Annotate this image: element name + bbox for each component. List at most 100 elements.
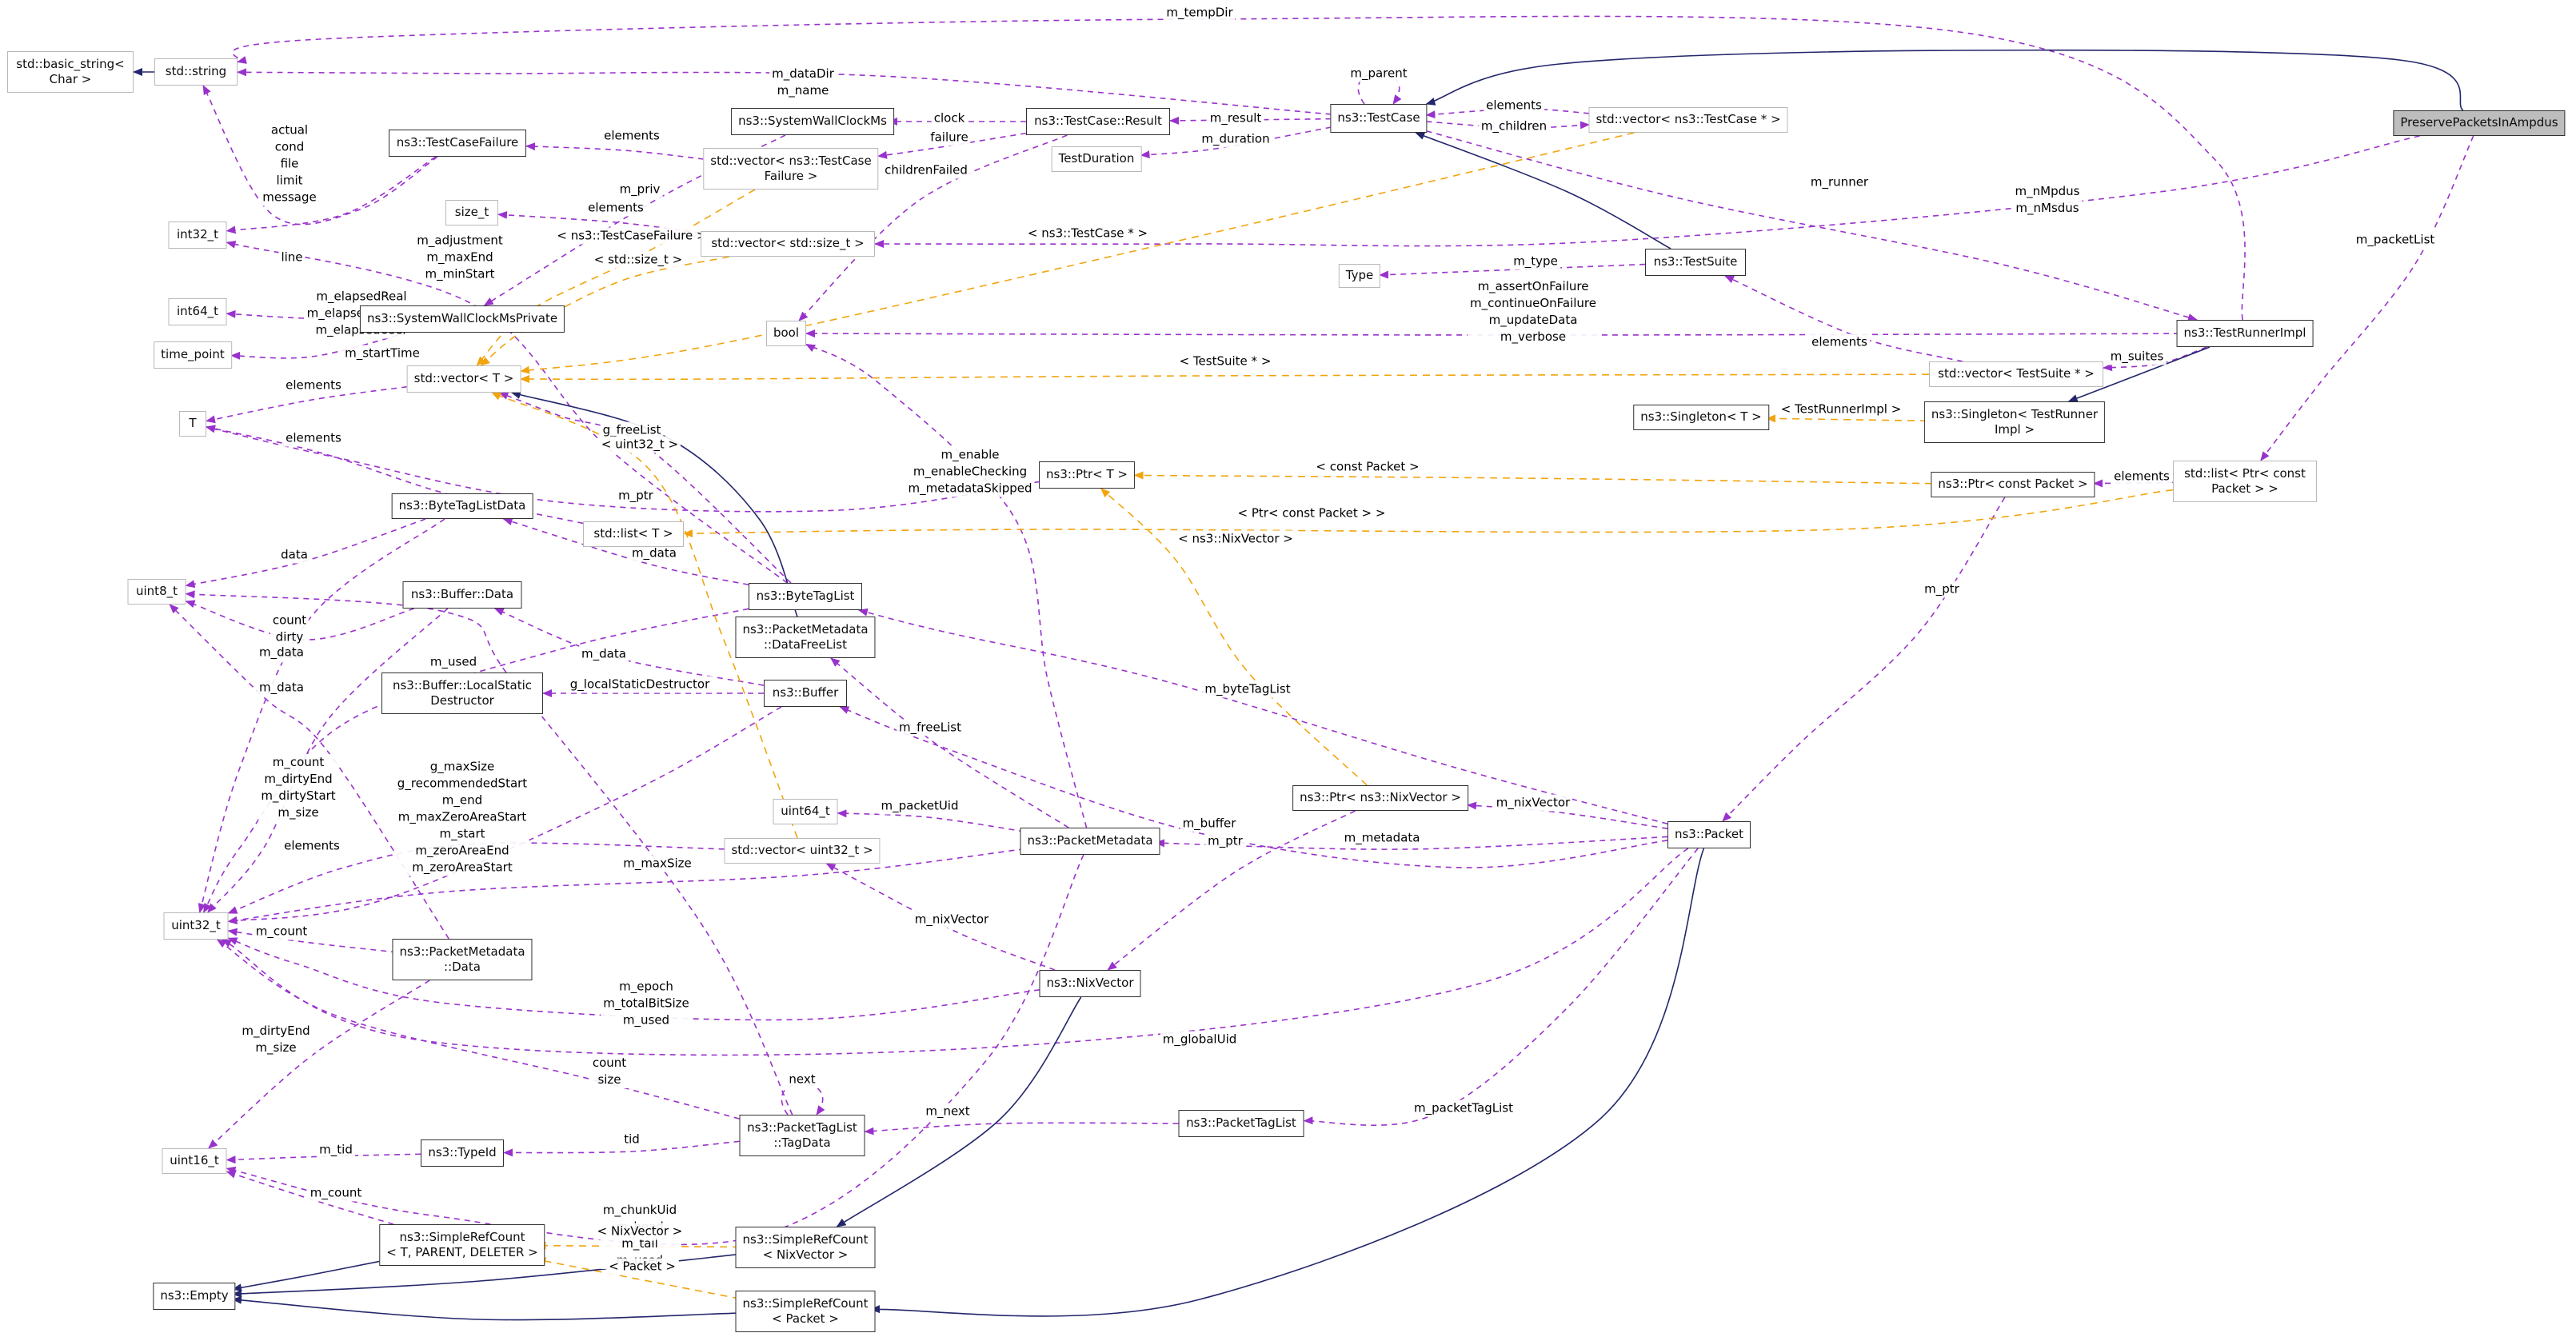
edge-label-tid: tid [621,1131,642,1148]
edge-m-packetuid [837,809,1025,832]
class-node-size-t[interactable]: size_t [445,200,498,225]
edge-label-elements: elements [283,429,344,447]
edge-label-nixvector: < NixVector > [594,1223,685,1240]
class-node-ns3-ptr-ns3-nixvector[interactable]: ns3::Ptr< ns3::NixVector > [1292,785,1468,811]
class-node-uint16-t[interactable]: uint16_t [162,1148,227,1174]
edge-label-const-packet: < const Packet > [1313,458,1422,476]
edge-label-g-localstaticdestructor: g_localStaticDestructor [567,676,713,693]
edge-label-m-freelist: m_freeList [897,719,964,736]
class-node-std-string[interactable]: std::string [154,58,238,86]
class-node-ns3-simplerefcount[interactable]: ns3::SimpleRefCount < NixVector > [735,1227,876,1268]
class-node-ns3-bytetaglistdata[interactable]: ns3::ByteTagListData [391,493,533,519]
class-node-ns3-packetmetadata[interactable]: ns3::PacketMetadata ::DataFreeList [735,617,876,658]
edge-label-m-starttime: m_startTime [342,345,422,362]
edge-label-m-epoch-m-totalbitsize-m-used: m_epoch m_totalBitSize m_used [601,978,692,1029]
edge-label-elements: elements [585,199,646,217]
class-node-preservepacketsinampdus[interactable]: PreservePacketsInAmpdus [2393,110,2566,136]
edge-m-datadir-m-name [237,68,1332,115]
class-node-testduration[interactable]: TestDuration [1051,146,1142,172]
class-node-ns3-simplerefcount[interactable]: ns3::SimpleRefCount < T, PARENT, DELETER… [379,1224,545,1266]
class-node-std-basic-string[interactable]: std::basic_string< Char > [7,51,134,93]
class-node-ns3-singleton-testrunner[interactable]: ns3::Singleton< TestRunner Impl > [1923,401,2106,443]
edge-m-dirtyend-m-size [208,980,430,1149]
edge-label-m-suites: m_suites [2107,348,2167,365]
edge-m-maxsize [227,848,1025,924]
class-node-std-vector-ns3-testcase[interactable]: std::vector< ns3::TestCase * > [1588,107,1788,133]
class-node-ns3-packetmetadata[interactable]: ns3::PacketMetadata ::Data [392,939,533,980]
edge-label-g-freelist: g_freeList [600,421,664,439]
class-node-uint64-t[interactable]: uint64_t [773,799,838,824]
class-node-ns3-empty[interactable]: ns3::Empty [153,1283,236,1310]
class-node-std-vector-t[interactable]: std::vector< T > [406,365,521,393]
class-node-uint8-t[interactable]: uint8_t [127,579,186,605]
edge-label-m-datadir-m-name: m_dataDir m_name [769,66,837,99]
edge-label-data: data [278,546,310,564]
edge-elements [1724,275,1963,362]
edge-label-m-count: m_count [253,923,310,940]
edge-inherit-packet-src_p [870,848,1705,1317]
class-node-ns3-buffer[interactable]: ns3::Buffer [764,680,847,707]
edge-m-buffer [839,706,1668,868]
edge-m-bytetaglist [857,608,1668,824]
edge-ns3-nixvector [1100,488,1368,786]
class-node-bool[interactable]: bool [765,321,807,346]
edge-inherit-tri-singleton_tri [2067,346,2211,402]
edge-label-ptr-const-packet: < Ptr< const Packet > > [1235,505,1388,522]
edge-label-actual-cond-file-limit-message: actual cond file limit message [260,122,319,206]
class-node-ns3-packettaglist[interactable]: ns3::PacketTagList ::TagData [739,1115,865,1156]
class-node-ns3-testcase[interactable]: ns3::TestCase [1330,104,1428,133]
edge-label-m-tempdir: m_tempDir [1164,4,1236,22]
class-node-t[interactable]: T [179,411,206,437]
edge-actual-cond-file-limit-message [202,85,438,225]
edge-label-testrunnerimpl: < TestRunnerImpl > [1778,401,1904,418]
class-node-ns3-testcase-result[interactable]: ns3::TestCase::Result [1026,108,1170,135]
edge-m-type [1379,263,1646,279]
edge-label-m-used: m_used [427,653,480,671]
edge-inherit-ppia-testcase [1425,49,2464,111]
class-node-std-list-ptr-const[interactable]: std::list< Ptr< const Packet > > [2173,461,2317,502]
edge-m-ptr [1722,497,2006,822]
edge-label-m-priv: m_priv [617,181,663,198]
class-node-std-list-t[interactable]: std::list< T > [583,521,684,547]
edge-testsuite [520,373,1930,384]
class-node-ns3-ptr-t[interactable]: ns3::Ptr< T > [1039,461,1135,489]
edge-elements [206,385,408,424]
edge-label-m-duration: m_duration [1199,130,1272,148]
class-node-ns3-buffer-localstatic[interactable]: ns3::Buffer::LocalStatic Destructor [381,672,543,714]
class-node-std-vector-ns3-testcase[interactable]: std::vector< ns3::TestCase Failure > [703,148,879,190]
edge-label-m-data: m_data [257,679,306,696]
edge-label-elements: elements [2111,468,2172,485]
class-node-ns3-testrunnerimpl[interactable]: ns3::TestRunnerImpl [2176,320,2314,347]
class-node-std-vector-testsuite[interactable]: std::vector< TestSuite * > [1929,361,2103,387]
class-node-ns3-singleton-t[interactable]: ns3::Singleton< T > [1633,405,1769,430]
class-node-ns3-packet[interactable]: ns3::Packet [1667,821,1751,848]
class-node-ns3-nixvector[interactable]: ns3::NixVector [1039,970,1141,997]
edge-m-used [202,608,749,913]
class-node-type[interactable]: Type [1338,264,1381,288]
edge-label-failure: failure [928,129,971,146]
class-node-time-point[interactable]: time_point [154,341,232,369]
class-node-int64-t[interactable]: int64_t [168,298,227,325]
class-node-int32-t[interactable]: int32_t [168,222,227,249]
edge-label-m-maxsize: m_maxSize [621,855,694,872]
edge-m-tid [226,1153,421,1164]
class-node-ns3-buffer-data[interactable]: ns3::Buffer::Data [402,581,522,609]
class-node-ns3-ptr-const-packet[interactable]: ns3::Ptr< const Packet > [1931,472,2095,497]
class-node-ns3-typeid[interactable]: ns3::TypeId [421,1139,504,1167]
edge-std-size-t [480,256,730,366]
class-node-ns3-packettaglist[interactable]: ns3::PacketTagList [1178,1110,1304,1137]
class-node-uint32-t[interactable]: uint32_t [163,912,229,940]
class-node-ns3-simplerefcount[interactable]: ns3::SimpleRefCount < Packet > [735,1291,876,1332]
class-node-ns3-systemwallclockms[interactable]: ns3::SystemWallClockMs [731,108,894,135]
class-node-std-vector-std-size-t[interactable]: std::vector< std::size_t > [701,231,875,257]
class-node-ns3-bytetaglist[interactable]: ns3::ByteTagList [749,583,862,610]
class-node-ns3-testsuite[interactable]: ns3::TestSuite [1645,249,1746,276]
edge-m-duration [1140,126,1332,159]
edge-label-next: next [786,1071,818,1088]
class-node-ns3-testcasefailure[interactable]: ns3::TestCaseFailure [389,130,526,157]
class-node-ns3-systemwallclockmsprivate[interactable]: ns3::SystemWallClockMsPrivate [359,305,565,333]
edge-label-m-data: m_data [579,645,629,663]
class-node-std-vector-uint32-t[interactable]: std::vector< uint32_t > [724,838,881,864]
class-node-ns3-packetmetadata[interactable]: ns3::PacketMetadata [1020,828,1160,855]
